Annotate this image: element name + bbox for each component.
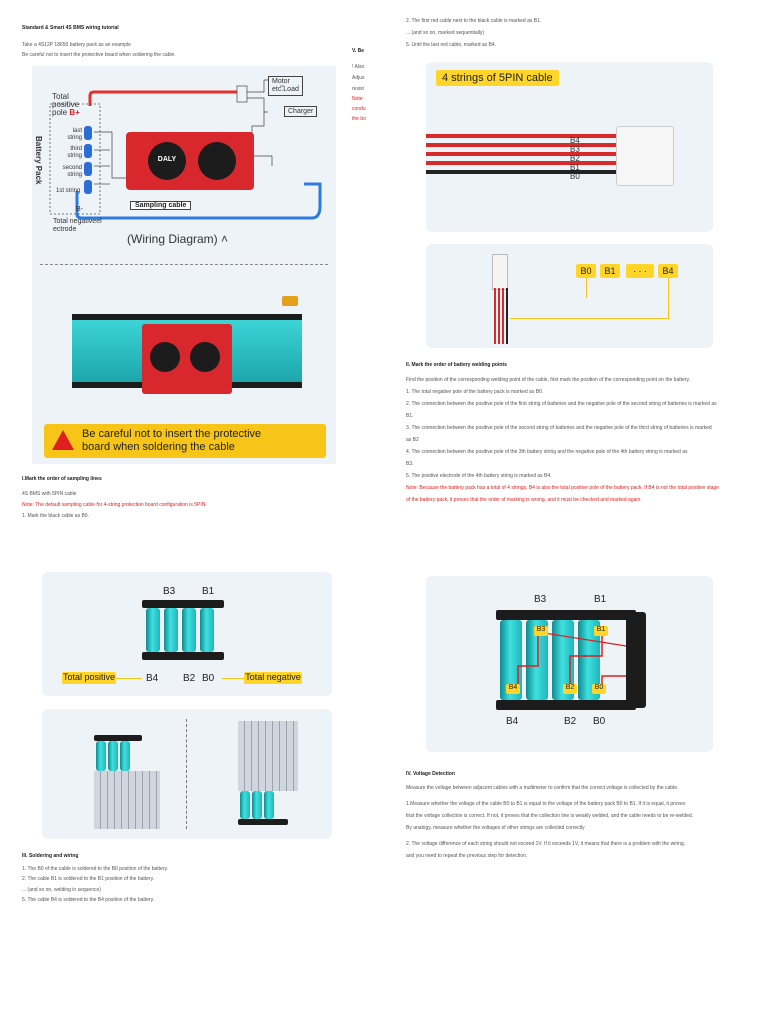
text-line: ... (and so on, marked sequentially) — [406, 30, 485, 36]
charger-box: Charger — [284, 106, 318, 117]
warning-icon — [52, 430, 74, 450]
cut-text: ! Also — [352, 64, 365, 70]
daly-logo: DALY — [148, 142, 186, 180]
connector-icon — [282, 296, 298, 306]
text-line: 4S BMS with 5PIN cable — [22, 491, 77, 497]
cut-text: Note: — [352, 96, 364, 102]
divider — [40, 264, 328, 265]
bms-board: DALY — [126, 132, 254, 190]
label-b0: B0 — [593, 716, 606, 727]
pin-label-b4: B4 — [658, 264, 678, 278]
pack-labels-panel: B3 B1 Total positive B4 B2 B0 Total nega… — [42, 572, 332, 696]
label-b0: B0 — [202, 673, 215, 684]
battery-pack-label: Battery Pack — [34, 136, 43, 185]
label-b4: B4 — [506, 716, 519, 727]
text-line: 2. The first red cable next to the black… — [406, 18, 542, 24]
section-title: III. Soldering and wiring — [22, 853, 79, 859]
section4-body: Measure the voltage between adjacent cab… — [406, 785, 694, 859]
cable-wire-labels: B4 B3 B2 B1 B0 — [570, 136, 580, 181]
cable-title-badge: 4 strings of 5PIN cable — [436, 70, 559, 86]
fan-icon — [198, 142, 236, 180]
cut-text: Adjus — [352, 75, 365, 81]
pin-label-b1: B1 — [600, 264, 620, 278]
section-title: IV. Voltage Detection — [406, 771, 455, 777]
weld-b1: B1 — [594, 626, 608, 636]
weld-b2: B2 — [563, 684, 577, 694]
divider — [186, 719, 187, 829]
total-negative-badge: Total negative — [244, 672, 302, 684]
pin-panel: B0 B1 · · · B4 — [426, 244, 713, 348]
cable-panel: 4 strings of 5PIN cable B4 B3 B2 B1 B0 — [426, 62, 713, 232]
cut-text: the bo — [352, 116, 366, 122]
cut-text: V. Be — [352, 48, 365, 54]
label-b4: B4 — [146, 673, 159, 684]
connector-plug — [616, 126, 674, 186]
weld-b4: B4 — [506, 684, 520, 694]
text-line: 2. The cable B1 is soldered to the B1 po… — [22, 876, 155, 882]
b-minus-label: B- — [76, 206, 83, 213]
note-line: Note: The default sampling cable for 4-s… — [22, 502, 207, 508]
text-line: 1. The B0 of the cable is soldered to th… — [22, 866, 169, 872]
text-line: ... (and so on, welding in sequence) — [22, 887, 101, 893]
section-title: II. Mark the order of battery welding po… — [406, 362, 507, 368]
intro-line: Be careful not to insert the protective … — [22, 52, 176, 58]
label-b2: B2 — [564, 716, 577, 727]
text-line: 5. Until the last red cable, marked as B… — [406, 42, 497, 48]
text-line: 5. The cable B4 is soldered to the B4 po… — [22, 897, 155, 903]
welding-points-panel: B3 B1 B3 B1 B4 B2 B0 B4 B2 B0 — [426, 576, 713, 752]
chevron-up-icon: ˄ — [221, 232, 229, 246]
text-line: 1. Mark the black cable as B0. — [22, 513, 89, 519]
total-positive-badge: Total positive — [62, 672, 116, 684]
cut-text: resist — [352, 86, 364, 92]
wiring-diagram-panel: DALY Total positive pole B+ Battery Pack… — [32, 66, 336, 464]
weld-b0: B0 — [592, 684, 606, 694]
pin-label-ellipsis: · · · — [626, 264, 654, 278]
cut-text: condu — [352, 106, 366, 112]
label-b3: B3 — [163, 586, 176, 597]
wiring-diagram-caption: (Wiring Diagram) ˄ — [127, 232, 229, 246]
label-b1: B1 — [594, 594, 607, 605]
label-b3: B3 — [534, 594, 547, 605]
first-string-label: 1st string — [56, 188, 81, 194]
label-b1: B1 — [202, 586, 215, 597]
label-b2: B2 — [183, 673, 196, 684]
sampling-cable-label: Sampling cable — [130, 201, 192, 210]
doc-title: Standard & Smart 4S BMS wiring tutorial — [22, 25, 119, 31]
intro-line: Take a 4S12P 18650 battery pack as an ex… — [22, 42, 131, 48]
battery-pack-photo — [72, 296, 302, 396]
section-title: I.Mark the order of sampling lines — [22, 476, 102, 482]
total-positive-label: Total positive pole B+ — [52, 92, 80, 117]
weld-b3: B3 — [534, 626, 548, 636]
bms-board — [142, 324, 232, 394]
pack-views-panel — [42, 709, 332, 839]
section2-body: Find the position of the corresponding w… — [406, 377, 719, 503]
pin-label-b0: B0 — [576, 264, 596, 278]
warning-banner: Be careful not to insert the protective … — [44, 424, 326, 458]
